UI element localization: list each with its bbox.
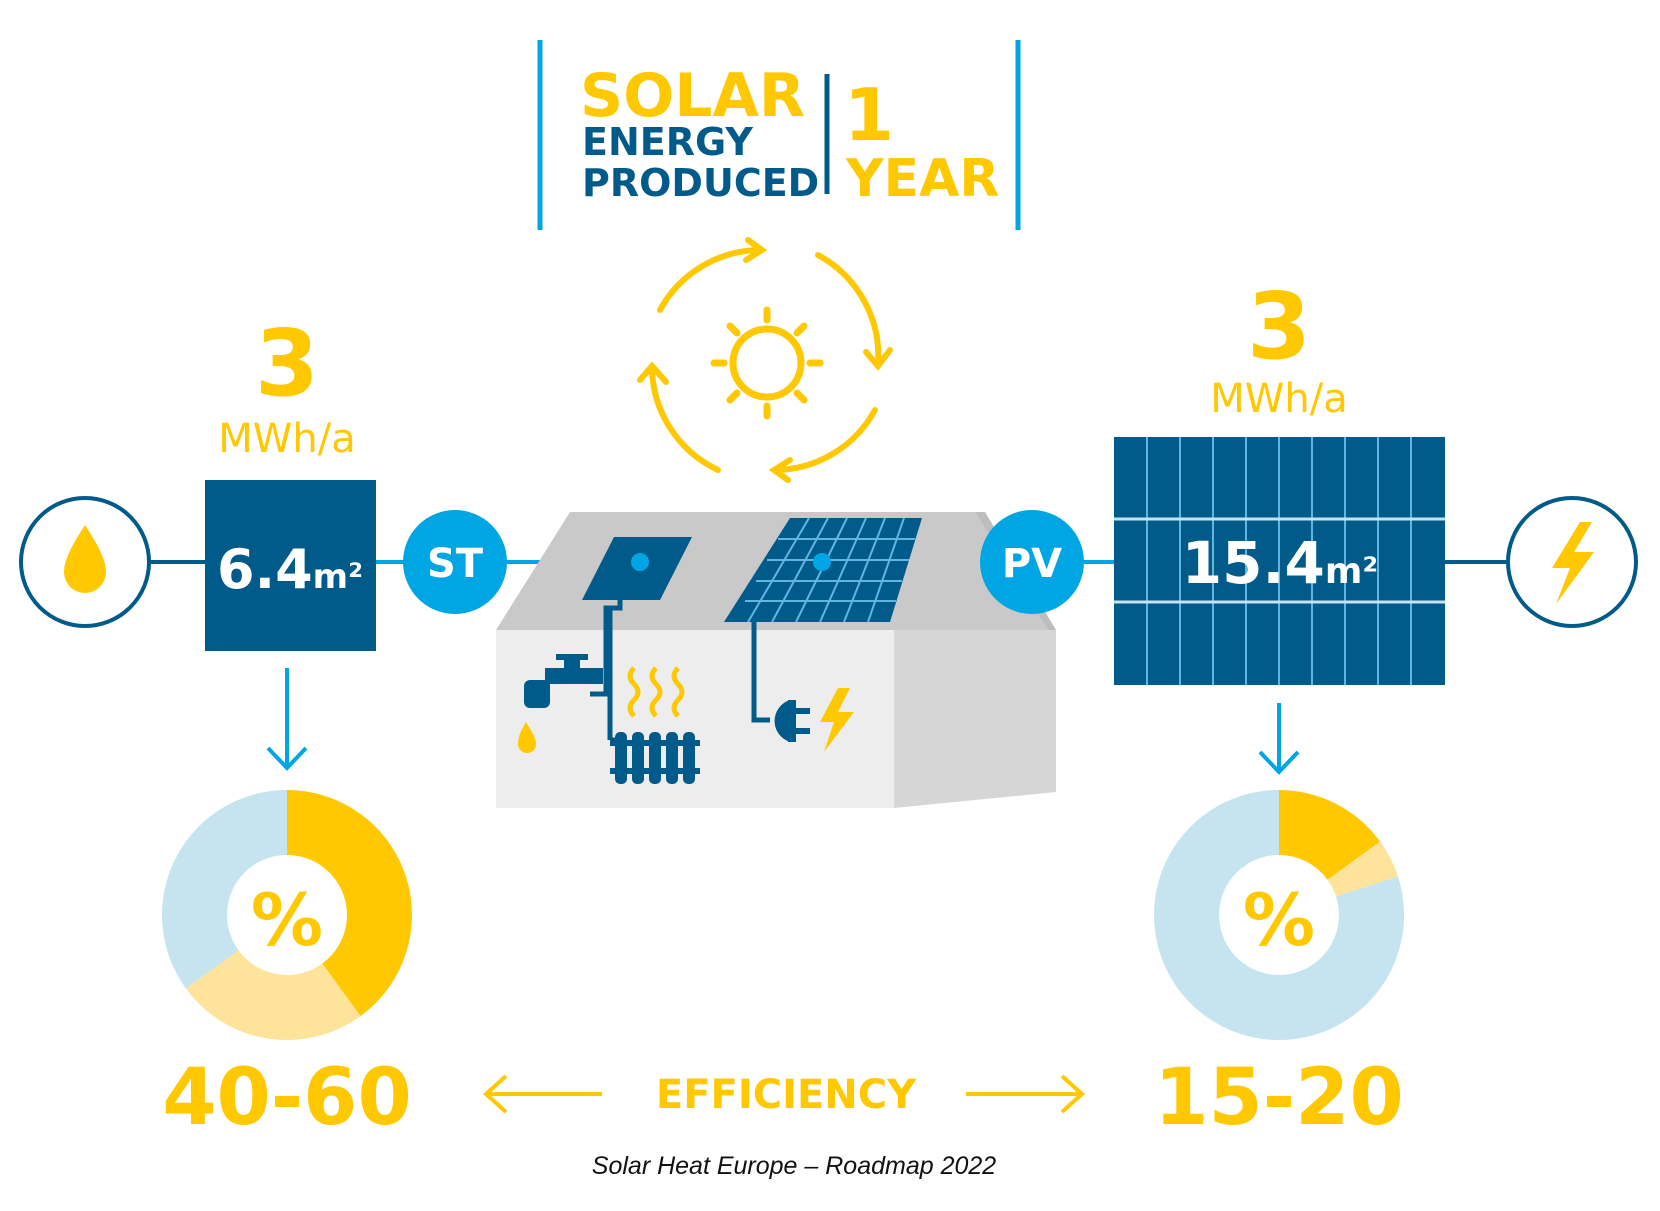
left-down-arrow [266,668,308,771]
lightning-node [1506,496,1638,628]
header: SOLAR ENERGY PRODUCED 1 YEAR [537,40,1021,230]
sun-icon [710,306,824,420]
left-unit: MWh/a [218,416,355,462]
caption: Solar Heat Europe – Roadmap 2022 [592,1152,997,1180]
st-node-label: ST [427,541,484,587]
right-efficiency-donut [1154,790,1404,1041]
right-area-label: 15.4m² [1182,529,1378,597]
solar-thermal-collector-box [205,480,376,651]
header-energy: ENERGY [582,120,753,164]
left-donut-segment-1 [287,790,413,1017]
right-efficiency-value: 15-20 [1154,1053,1403,1143]
heat-waves-icon [627,666,685,718]
right-unit: MWh/a [1210,376,1347,422]
pv-node [980,510,1084,614]
header-solar: SOLAR [580,61,805,131]
header-produced: PRODUCED [582,161,819,205]
sun-cycle-icon [637,237,893,483]
left-value: 3 [255,310,319,417]
efficiency-left-arrow [483,1074,602,1114]
left-efficiency-donut [162,790,413,1041]
right-donut-segment-2 [1327,841,1398,897]
house-illustration [496,512,1056,808]
electric-plug-icon [774,688,854,752]
lightning-bolt-icon [1552,522,1594,604]
efficiency-label: EFFICIENCY [656,1072,917,1118]
left-percent-symbol: % [251,878,323,962]
left-donut-segment-2 [185,950,361,1041]
left-donut-segment-3 [162,790,287,989]
water-tap-icon [518,654,603,753]
pv-panel-box [1114,437,1445,685]
header-one: 1 [844,73,894,157]
header-year: YEAR [845,149,999,209]
right-percent-symbol: % [1243,878,1315,962]
right-donut-segment-1 [1279,790,1381,880]
water-drop-icon [64,525,106,593]
left-area-label: 6.4m² [217,538,363,601]
efficiency-right-arrow [966,1074,1085,1114]
right-down-arrow [1258,703,1300,775]
water-drop-node [19,496,151,628]
left-efficiency-value: 40-60 [162,1053,411,1143]
st-node [403,510,507,614]
pv-node-label: PV [1002,541,1062,587]
right-value: 3 [1247,273,1311,380]
right-donut-segment-3 [1154,790,1404,1041]
radiator-icon [610,732,700,784]
